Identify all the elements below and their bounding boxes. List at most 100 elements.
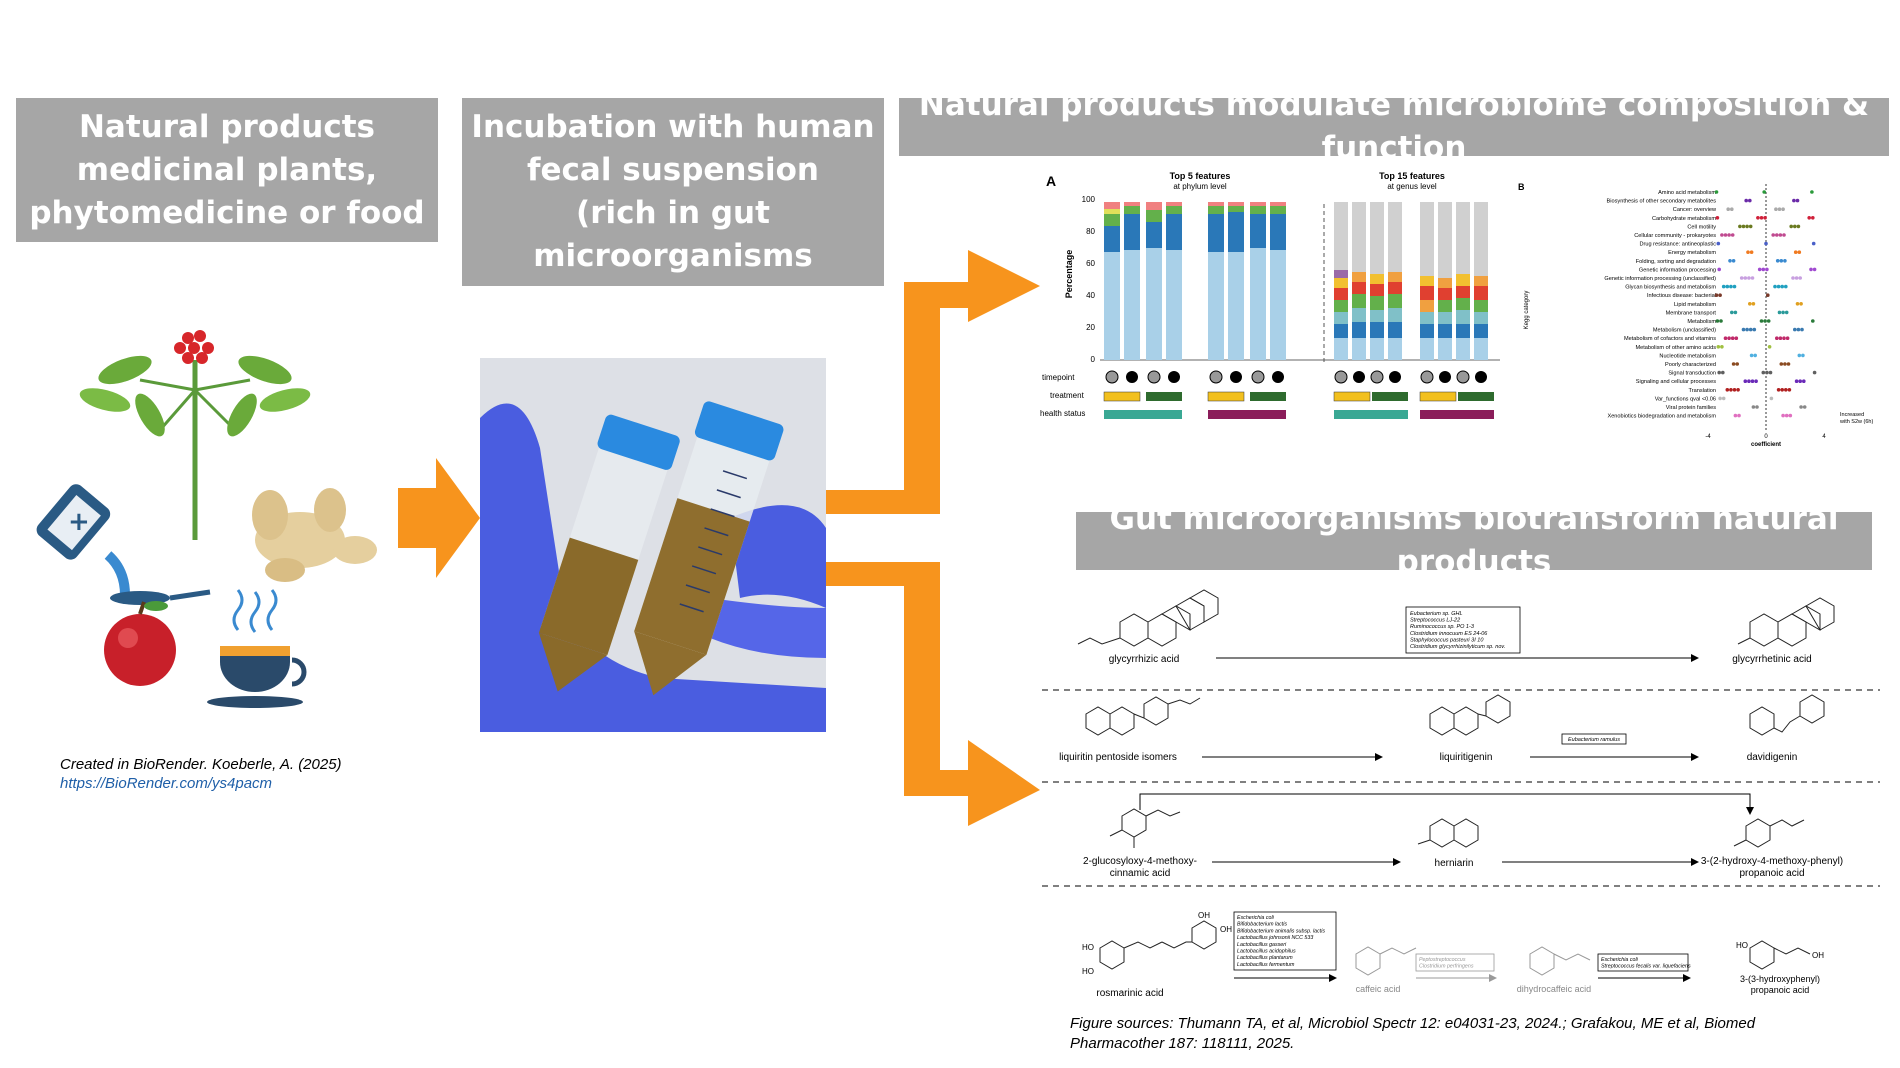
treatment-bars — [1103, 391, 1494, 402]
kegg-dot — [1778, 336, 1783, 340]
chem-hydroxyphenyl-propanoic-line2: propanoic acid — [1751, 985, 1810, 995]
kegg-dot — [1719, 319, 1723, 323]
bacteria-name: Eubacterium sp. GHL — [1410, 611, 1463, 617]
kegg-dot — [1732, 284, 1737, 289]
bacteria-name: Escherichia coli — [1237, 915, 1275, 921]
arrow-row3-top — [1139, 793, 1754, 815]
svg-text:+: + — [68, 507, 90, 537]
bacteria-name: Streptococcus fecalis var. liquefaciens — [1601, 964, 1691, 970]
banner-biotransform: Gut microorganisms biotransform natural … — [1076, 501, 1872, 580]
ginger-icon — [252, 488, 377, 582]
kegg-dot — [1759, 319, 1764, 323]
xtick: 4 — [1822, 434, 1826, 440]
natural-products-illustration: + — [36, 330, 377, 708]
genus-bars — [1334, 202, 1488, 360]
bacteria-name: Lactobacillus plantarum — [1237, 955, 1293, 961]
bacteria-name: Lactobacillus gasseri — [1237, 942, 1287, 948]
kegg-dot — [1775, 233, 1779, 237]
kegg-dot — [1755, 405, 1759, 409]
kegg-dot — [1725, 284, 1730, 289]
kegg-dot — [1809, 267, 1813, 272]
kegg-dot — [1716, 345, 1721, 349]
kegg-dot — [1775, 336, 1779, 340]
bacteria-name: Clostridium glycyrrhizinilyticum sp. nov… — [1410, 644, 1505, 650]
bacteria-name: Staphylococcus pasteuri 3I 10 — [1410, 637, 1484, 643]
kegg-dot — [1766, 293, 1770, 297]
chem-glycyrrhizic-acid: glycyrrhizic acid — [1109, 654, 1180, 665]
kegg-dot — [1729, 388, 1733, 392]
atom-label: OH — [1198, 911, 1210, 920]
kegg-label: Translation — [1689, 388, 1716, 394]
kegg-dot — [1799, 405, 1803, 409]
atom-label: OH — [1220, 925, 1232, 934]
bacteria-name: Lactobacillus fermentum — [1237, 962, 1295, 968]
kegg-dot — [1741, 224, 1746, 229]
kegg-dot — [1789, 224, 1793, 229]
kegg-dot — [1715, 216, 1720, 220]
chem-caffeic-acid: caffeic acid — [1356, 984, 1401, 994]
kegg-dot — [1721, 370, 1725, 375]
atom-label: HO — [1736, 941, 1748, 950]
bacteria-eubacterium-ramulus: Eubacterium ramulus — [1568, 737, 1620, 743]
kegg-dot — [1751, 405, 1756, 409]
kegg-dot — [1780, 388, 1784, 392]
kegg-dot — [1743, 379, 1748, 383]
ytick: 80 — [1086, 227, 1095, 236]
kegg-label: Membrane transport — [1666, 310, 1717, 316]
kegg-dot — [1730, 310, 1734, 315]
arrow-to-biotransform — [826, 562, 1040, 826]
bacteria-name: Clostridium perfringens — [1419, 964, 1474, 970]
kegg-dot — [1745, 224, 1749, 229]
panel-b-legend-line1: Increased — [1840, 412, 1864, 418]
timepoint-dots — [1105, 370, 1487, 384]
kegg-dot — [1716, 241, 1721, 246]
kegg-dot — [1723, 336, 1728, 340]
kegg-dot — [1779, 362, 1784, 366]
kegg-label: Poorly characterized — [1665, 362, 1716, 368]
kegg-dot — [1764, 241, 1768, 246]
bacteria-name: Bifidobacterium animalis subsp. lactis — [1237, 928, 1325, 934]
row-label-timepoint: timepoint — [1042, 373, 1075, 382]
kegg-dot — [1799, 302, 1803, 306]
kegg-dot — [1741, 327, 1746, 332]
kegg-dot — [1757, 267, 1762, 272]
kegg-dot — [1795, 302, 1800, 306]
kegg-dot — [1783, 259, 1787, 263]
kegg-dot — [1748, 302, 1752, 306]
kegg-label: Signal transduction — [1668, 371, 1716, 377]
kegg-dot — [1756, 216, 1760, 220]
kegg-dot — [1793, 327, 1797, 332]
kegg-dot — [1720, 233, 1724, 237]
kegg-dot — [1748, 224, 1753, 229]
bacteria-name: Ruminococcus sp. PO 1-3 — [1410, 624, 1475, 630]
kegg-dot — [1753, 353, 1757, 358]
kegg-dot — [1727, 233, 1731, 237]
panel-b-xticks: -4 0 4 — [1705, 434, 1826, 440]
medicine-bottle-icon: + — [36, 484, 211, 605]
kegg-label: Nucleotide metabolism — [1659, 353, 1716, 359]
bacteria-name: Clostridium innocuum ES 24-06 — [1410, 631, 1488, 637]
kegg-dot — [1763, 216, 1767, 220]
kegg-label: Metabolism of other amino acids — [1635, 345, 1716, 351]
kegg-dot — [1779, 259, 1784, 263]
ytick: 60 — [1086, 259, 1095, 268]
kegg-dot — [1773, 284, 1777, 289]
kegg-dot — [1748, 327, 1753, 332]
row-label-treatment: treatment — [1050, 391, 1085, 400]
kegg-dot — [1749, 353, 1754, 358]
kegg-label: Drug resistance: antineoplastic — [1640, 242, 1717, 248]
kegg-dot — [1782, 336, 1786, 340]
glucosyloxy-cinnamic-structure — [1109, 808, 1181, 848]
panel-b-ylabel: Kegg category — [1524, 291, 1530, 330]
atom-label: HO — [1082, 943, 1094, 952]
kegg-dot — [1802, 405, 1807, 409]
credit-link[interactable]: https://BioRender.com/ys4pacm — [60, 775, 273, 792]
davidigenin-structure — [1749, 694, 1825, 736]
rosmarinic-atoms: HO HO OH OH — [1082, 911, 1232, 976]
xtick: 0 — [1764, 434, 1768, 440]
kegg-label: Cellular community - prokaryotes — [1634, 233, 1716, 239]
atom-label: OH — [1812, 951, 1824, 960]
